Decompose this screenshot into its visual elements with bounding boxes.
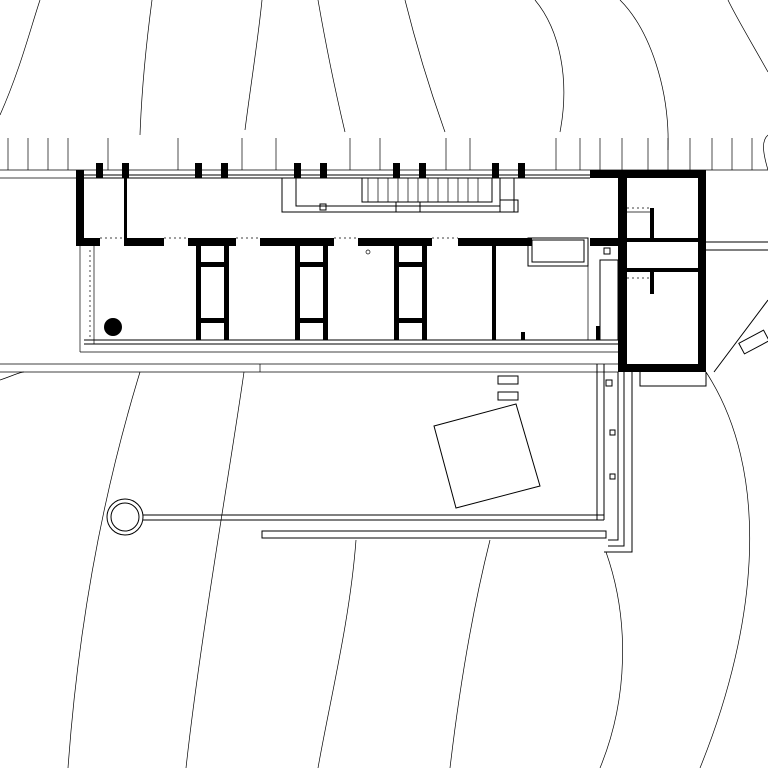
- tilted-square-pavilion: [433, 403, 541, 509]
- south-platform: [106, 498, 607, 539]
- terrain-contours-south: [0, 371, 751, 768]
- east-path: [596, 241, 768, 553]
- contour-line: [449, 539, 491, 768]
- contour-line: [67, 371, 141, 768]
- terrain-contours-north: [0, 0, 768, 171]
- terrace-steps: [497, 375, 616, 480]
- room-zone: [0, 246, 618, 373]
- corridor-wall: [84, 178, 618, 246]
- contour-line: [699, 371, 751, 768]
- contour-line: [317, 0, 346, 133]
- staircase: [281, 177, 519, 213]
- contour-line: [534, 0, 565, 133]
- service-rooms: [627, 207, 698, 294]
- contour-line: [244, 0, 263, 131]
- contour-line: [0, 371, 25, 381]
- contour-line: [317, 539, 357, 768]
- round-stove: [104, 318, 122, 336]
- contour-line: [0, 0, 41, 116]
- cabin-partitions: [196, 246, 525, 340]
- contour-line: [763, 134, 768, 171]
- exterior-walls: [76, 170, 706, 372]
- contour-line: [139, 0, 153, 136]
- contour-line: [185, 371, 245, 768]
- east-room-block: [365, 237, 619, 341]
- contour-line: [599, 551, 623, 768]
- contour-line: [404, 0, 446, 133]
- contour-line: [619, 0, 669, 151]
- facade-piers: [96, 163, 525, 178]
- circular-pool: [106, 498, 144, 536]
- contour-line: [727, 0, 768, 73]
